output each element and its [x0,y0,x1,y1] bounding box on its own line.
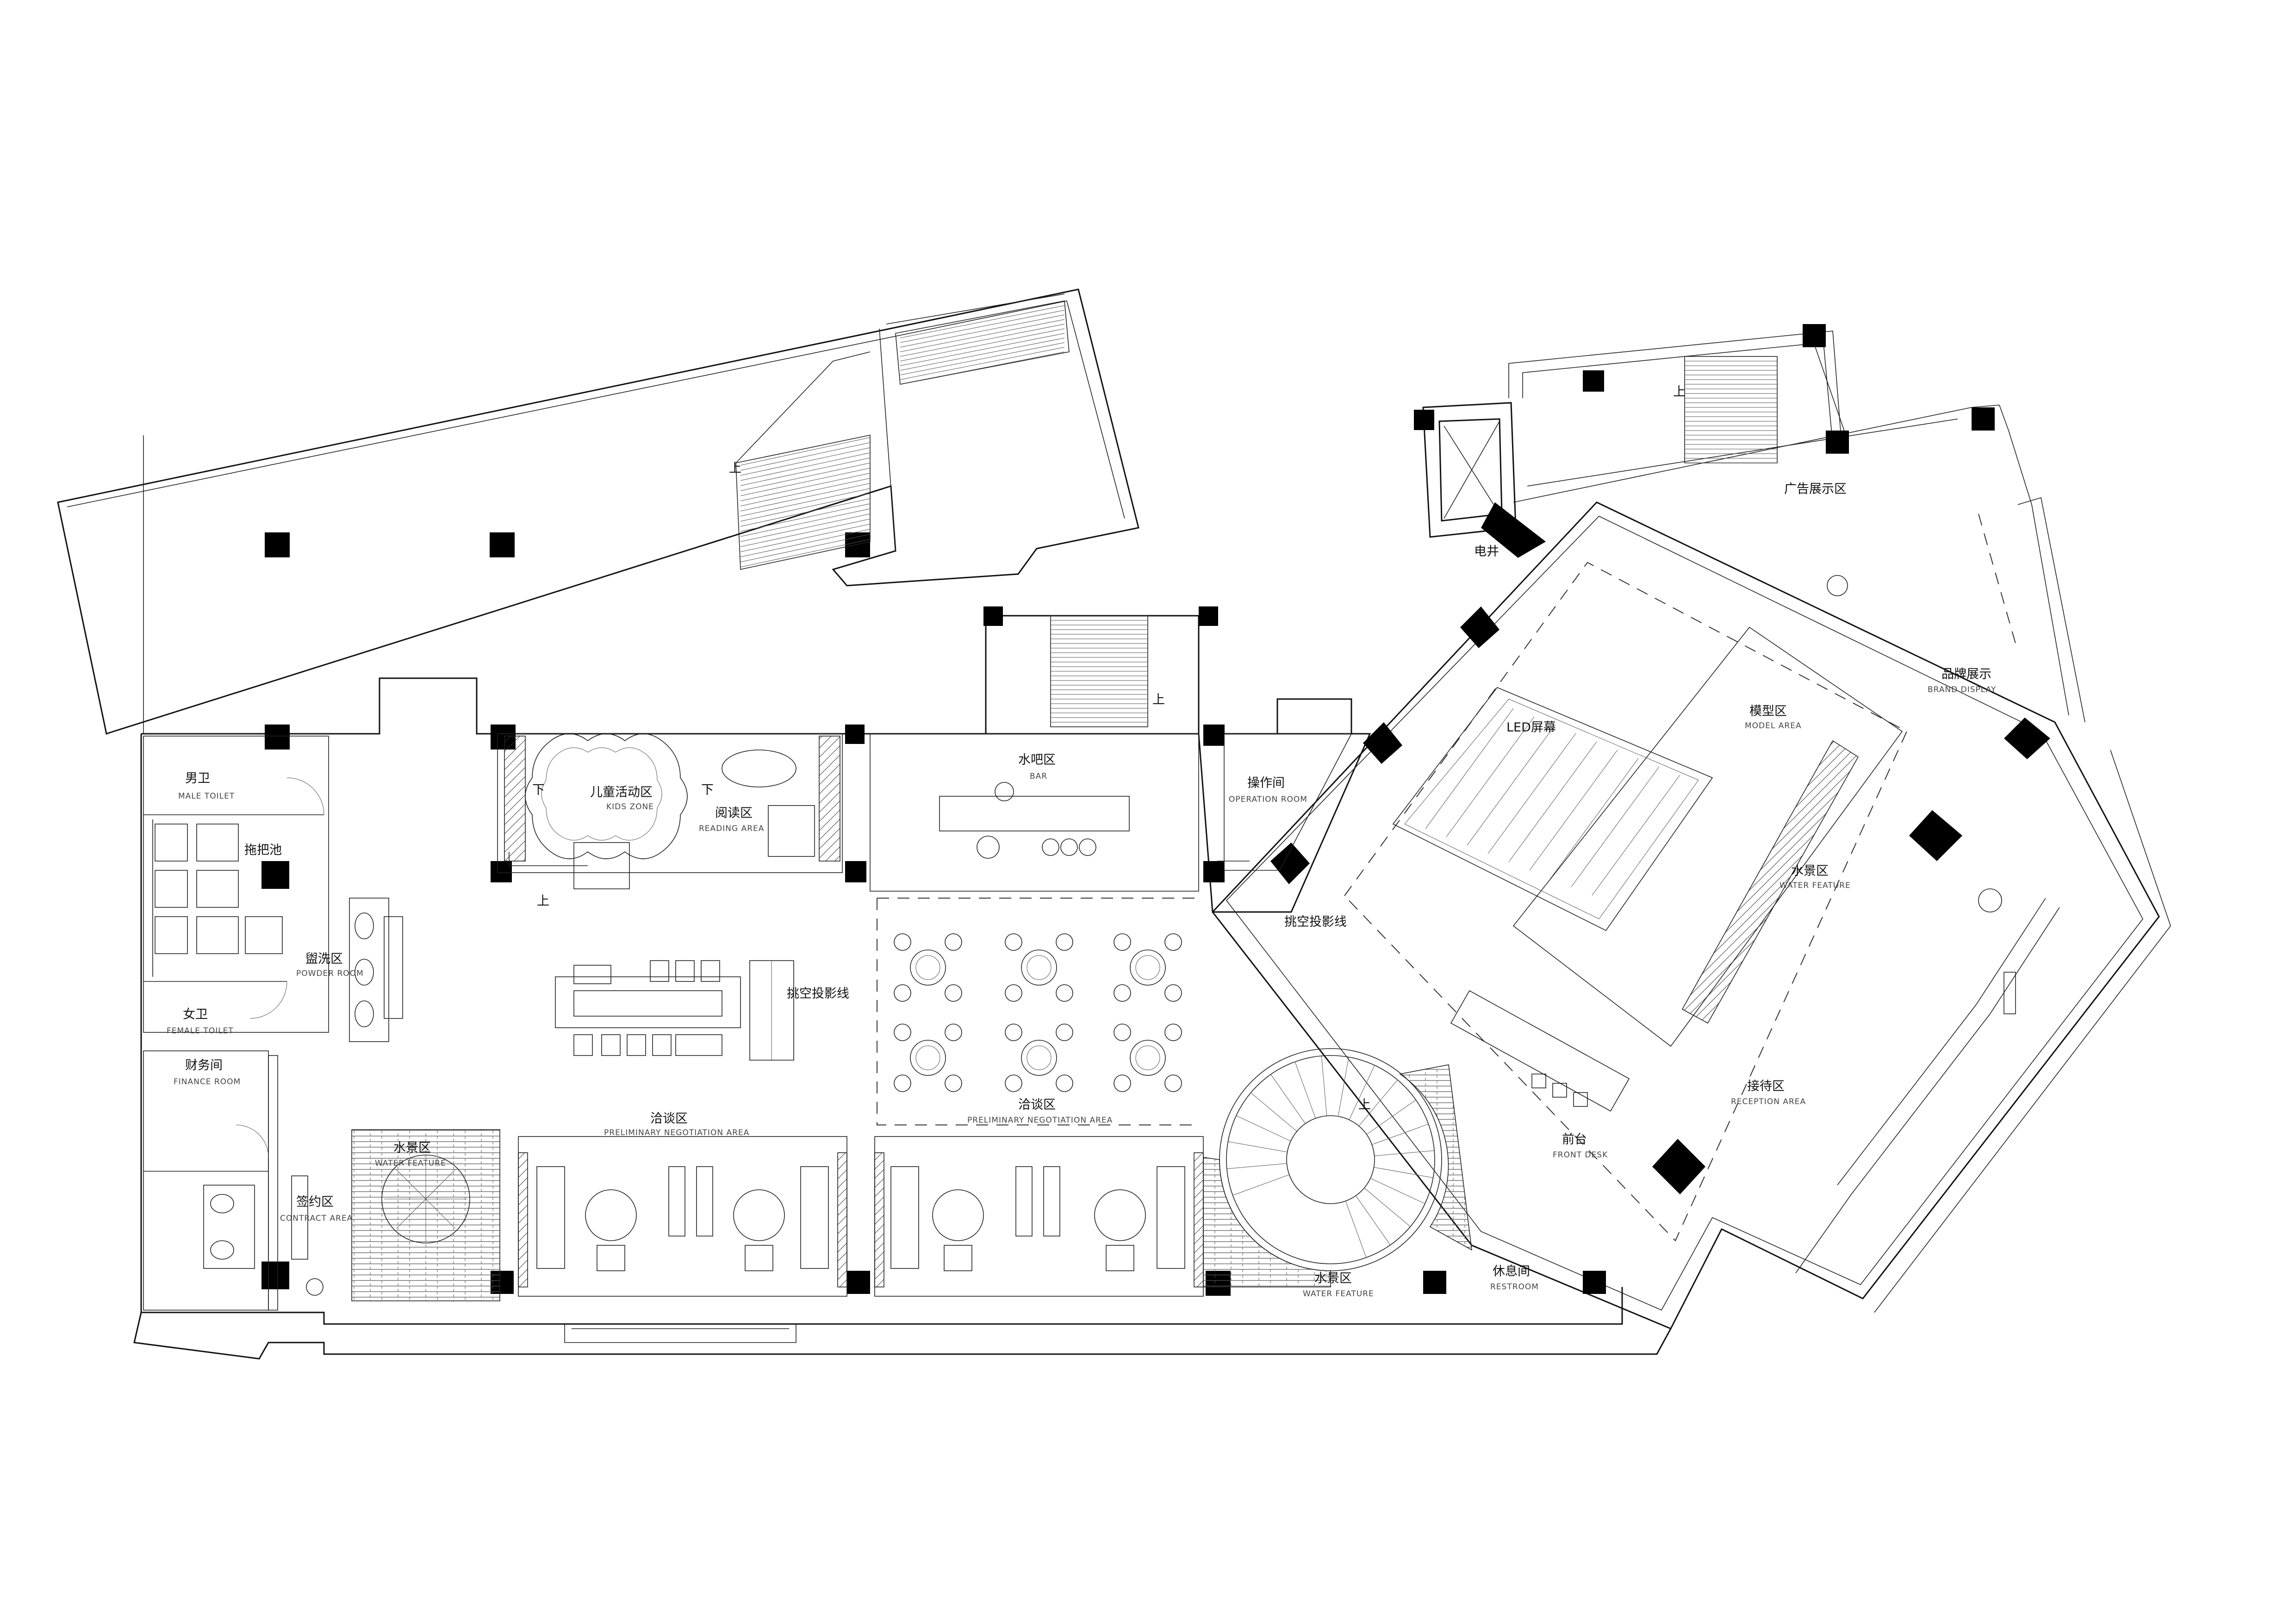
male-toilet-label: 男卫 [185,771,210,786]
reading-area-label: 阅读区 [715,806,753,820]
void-projection-line [877,898,1199,1125]
finance-contract-block [143,1050,324,1311]
water-feature-left [351,1129,500,1301]
stair-block-upper-right [1422,324,1847,558]
water-feature-bottom-label: 水景区 [1314,1271,1352,1286]
cafe-table [894,1024,962,1092]
void-projection-label-2: 挑空投影线 [1284,915,1347,929]
cafe-tables [894,933,1182,1092]
ad-display-label: 广告展示区 [1784,482,1847,496]
structural-columns [261,324,2050,1296]
operation-room-label-en: OPERATION ROOM [1229,795,1307,804]
model-stand [1512,626,1903,1047]
right-hall-outline [1212,405,2171,1330]
negotiation-right [874,1136,1204,1297]
led-screen [1392,687,1713,931]
kids-zone [497,733,843,889]
contract-area-label-en: CONTRACT AREA [280,1214,353,1223]
bar-label: 水吧区 [1018,753,1056,767]
brand-display [1827,513,2016,912]
finance-room-label: 财务间 [185,1058,223,1073]
room-labels: 男卫 MALE TOILET 拖把池 盥洗区 POWDER ROOM 女卫 FE… [167,385,1996,1299]
powder-room-label-en: POWDER ROOM [296,969,364,978]
water-feature-left-label: 水景区 [393,1141,431,1155]
bar-label-en: BAR [1030,772,1047,781]
stair-operation [1050,615,1148,727]
reading-area-label-en: READING AREA [699,824,764,833]
brand-display-label: 品牌展示 [1941,667,1991,681]
up-label-3: 上 [1673,385,1686,399]
operation-room-label: 操作间 [1247,776,1285,790]
finance-room-label-en: FINANCE ROOM [174,1077,241,1087]
cafe-table [1005,933,1073,1002]
negotiation-left-label-en: PRELIMINARY NEGOTIATION AREA [604,1128,749,1137]
down-label-1: 下 [532,783,545,797]
mop-pool-label: 拖把池 [244,843,282,857]
operation-room [1217,733,1352,871]
spiral-stair [1203,1048,1472,1287]
bar-area [870,733,1199,892]
model-area-label-en: MODEL AREA [1745,721,1802,731]
contract-area-label: 签约区 [296,1195,334,1209]
up-label-4: 上 [1358,1098,1371,1112]
negotiation-right-label-en: PRELIMINARY NEGOTIATION AREA [967,1116,1113,1125]
water-feature-right-label-en: WATER FEATURE [1780,881,1851,890]
cafe-table [1005,1024,1073,1092]
negotiation-left [518,1136,847,1297]
negotiation-left-label: 洽谈区 [650,1112,688,1126]
kids-zone-label: 儿童活动区 [590,785,653,800]
restroom-label-en: RESTROOM [1490,1282,1539,1292]
toilet-block [143,736,403,1042]
brand-display-label-en: BRAND DISPLAY [1928,685,1996,694]
female-toilet-label: 女卫 [183,1007,208,1022]
up-label-2: 上 [1152,693,1165,707]
cafe-table [1114,1024,1182,1092]
up-label-1: 上 [729,461,741,475]
cafe-table [1114,933,1182,1002]
powder-room-label: 盥洗区 [305,952,343,966]
water-feature-left-label-en: WATER FEATURE [375,1159,446,1168]
negotiation-right-label: 洽谈区 [1018,1098,1056,1112]
model-area-label: 模型区 [1749,704,1787,718]
upper-deck [57,288,1139,735]
led-screen-label: LED屏幕 [1506,720,1556,735]
reception-wall [1795,898,2060,1274]
stair-upper-left [735,300,1070,570]
down-label-2: 下 [701,783,714,797]
front-desk-label: 前台 [1562,1132,1587,1147]
void-projection-label-1: 挑空投影线 [787,987,849,1001]
lounge-seating [555,960,794,1061]
reception-area-label: 接待区 [1747,1079,1785,1093]
male-toilet-label-en: MALE TOILET [178,792,235,801]
up-label-5: 上 [537,894,549,908]
water-feature-right-label: 水景区 [1791,864,1829,878]
elevator-shaft-label: 电井 [1474,544,1499,559]
female-toilet-label-en: FEMALE TOILET [167,1026,234,1036]
kids-zone-label-en: KIDS ZONE [606,802,654,812]
stair-right-top [1684,356,1778,463]
front-desk [1450,990,1630,1112]
water-feature-bottom-label-en: WATER FEATURE [1303,1289,1374,1299]
restroom-label: 休息间 [1493,1264,1530,1279]
cafe-table [894,933,962,1002]
front-desk-label-en: FRONT DESK [1553,1150,1608,1160]
reception-area-label-en: RECEPTION AREA [1731,1097,1806,1106]
